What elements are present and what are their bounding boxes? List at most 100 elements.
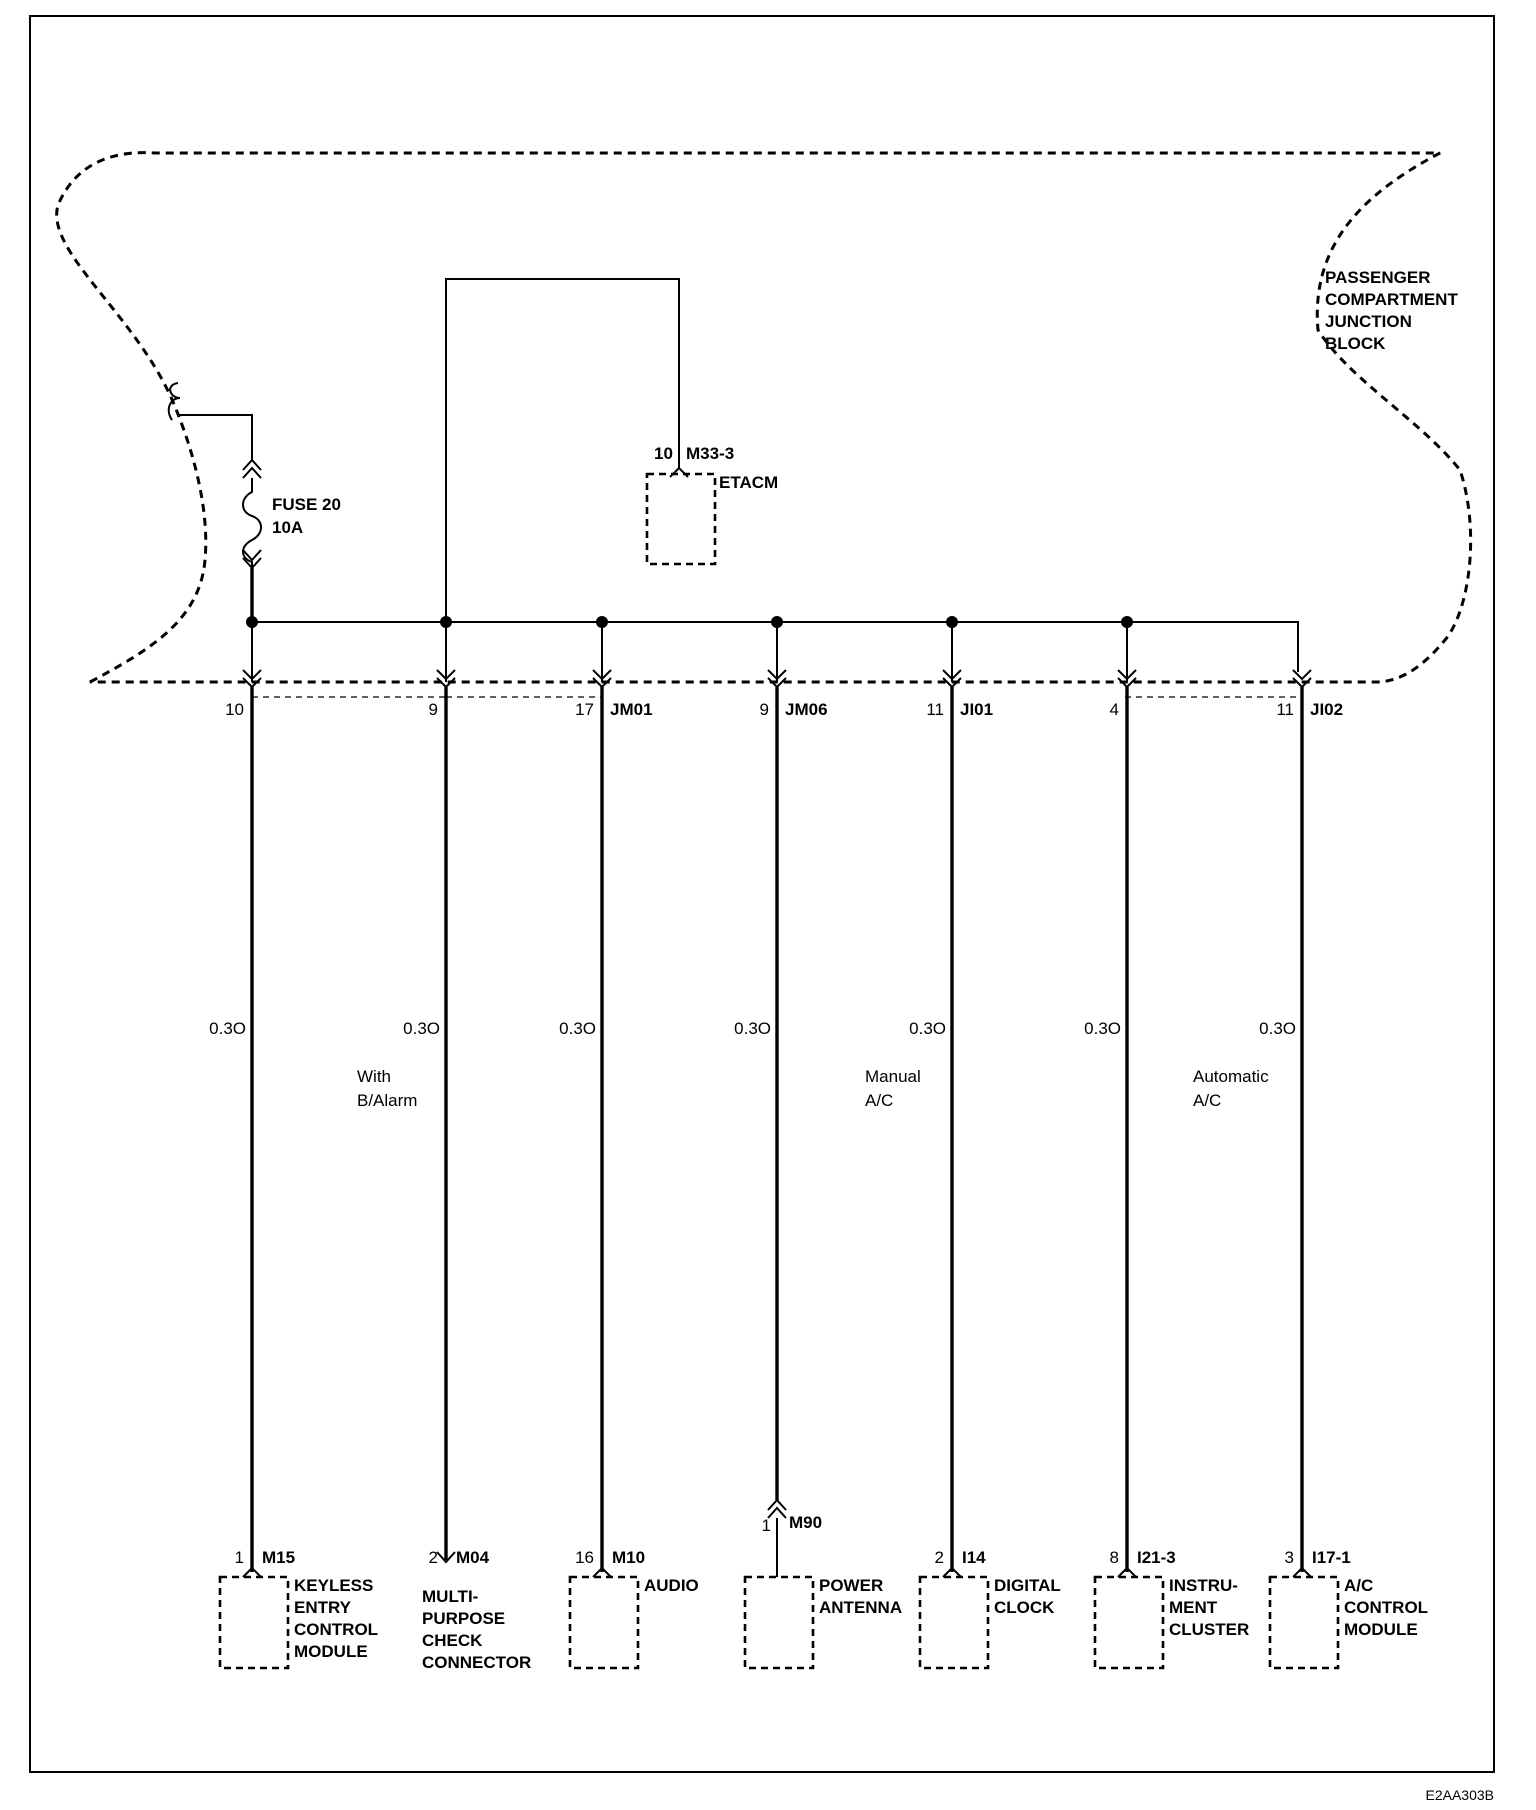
component-label: CHECK xyxy=(422,1631,483,1650)
component-label: AUDIO xyxy=(644,1576,699,1595)
inline-connector-id: M90 xyxy=(789,1513,822,1532)
top-connector-id: JM01 xyxy=(610,700,653,719)
svg-text:Manual: Manual xyxy=(865,1067,921,1086)
component-label: CONTROL xyxy=(1344,1598,1428,1617)
svg-text:Automatic: Automatic xyxy=(1193,1067,1269,1086)
pin-arrow xyxy=(242,1566,262,1578)
component-label: CONTROL xyxy=(294,1620,378,1639)
component-label: MENT xyxy=(1169,1598,1218,1617)
bottom-pin-number: 2 xyxy=(429,1548,438,1567)
wire-spec: 0.3O xyxy=(209,1019,246,1038)
svg-text:BLOCK: BLOCK xyxy=(1325,334,1386,353)
jb-connector-symbol xyxy=(1292,669,1312,689)
pin-arrow xyxy=(436,1551,456,1564)
svg-text:B/Alarm: B/Alarm xyxy=(357,1091,417,1110)
diagram-frame xyxy=(29,15,1495,1773)
wire-spec: 0.3O xyxy=(559,1019,596,1038)
component-label: MULTI- xyxy=(422,1587,478,1606)
svg-text:JUNCTION: JUNCTION xyxy=(1325,312,1412,331)
bottom-connector-id: M10 xyxy=(612,1548,645,1567)
svg-text:PASSENGER: PASSENGER xyxy=(1325,268,1431,287)
wire-spec: 0.3O xyxy=(1084,1019,1121,1038)
power-feed-wire xyxy=(167,382,253,460)
bottom-connector-id: I14 xyxy=(962,1548,986,1567)
top-pin-number: 4 xyxy=(1110,700,1119,719)
inline-connector-symbol xyxy=(767,1498,787,1519)
component-label: PURPOSE xyxy=(422,1609,505,1628)
component-label: CLUSTER xyxy=(1169,1620,1249,1639)
bottom-connector-id: I21-3 xyxy=(1137,1548,1176,1567)
top-connector-id: JI02 xyxy=(1310,700,1343,719)
component-box xyxy=(218,1575,290,1670)
component-label: POWER xyxy=(819,1576,883,1595)
component-box xyxy=(1093,1575,1165,1670)
junction-block-outline xyxy=(55,151,1473,684)
top-pin-number: 11 xyxy=(1276,700,1294,719)
branch-circuit: 11 JI02 0.3O 3 I17-1A/C CONTROL MODULE xyxy=(1259,669,1428,1670)
wire-spec: 0.3O xyxy=(909,1019,946,1038)
bottom-connector-id: M04 xyxy=(456,1548,490,1567)
component-box xyxy=(743,1575,815,1670)
svg-text:10: 10 xyxy=(654,444,673,463)
pin-arrow xyxy=(1292,1566,1312,1578)
wire-spec: 0.3O xyxy=(734,1019,771,1038)
bus-bar xyxy=(252,621,1299,672)
etacm-branch: 10 M33-3 ETACM xyxy=(445,278,778,622)
pin-arrow xyxy=(1117,1566,1137,1578)
svg-text:A/C: A/C xyxy=(865,1091,893,1110)
top-connector-id: JM06 xyxy=(785,700,828,719)
top-pin-number: 17 xyxy=(575,700,594,719)
top-pin-number: 11 xyxy=(926,700,944,719)
component-label: ANTENNA xyxy=(819,1598,902,1617)
component-label: A/C xyxy=(1344,1576,1373,1595)
bottom-pin-number: 8 xyxy=(1110,1548,1119,1567)
inline-pin-number: 1 xyxy=(762,1516,771,1535)
note-automatic-ac: Automatic A/C xyxy=(1193,1067,1269,1110)
svg-text:ETACM: ETACM xyxy=(719,473,778,492)
top-pin-number: 10 xyxy=(225,700,244,719)
bottom-pin-number: 2 xyxy=(935,1548,944,1567)
component-box xyxy=(918,1575,990,1670)
component-box xyxy=(1268,1575,1340,1670)
top-pin-number: 9 xyxy=(760,700,769,719)
svg-text:With: With xyxy=(357,1067,391,1086)
component-label: MODULE xyxy=(1344,1620,1418,1639)
component-box xyxy=(568,1575,640,1670)
note-manual-ac: Manual A/C xyxy=(865,1067,921,1110)
svg-text:A/C: A/C xyxy=(1193,1091,1221,1110)
top-connector-id: JI01 xyxy=(960,700,993,719)
fuse-20: FUSE 20 10A xyxy=(242,458,341,572)
figure-id: E2AA303B xyxy=(1426,1787,1495,1803)
component-label: MODULE xyxy=(294,1642,368,1661)
bottom-pin-number: 1 xyxy=(235,1548,244,1567)
wire-spec: 0.3O xyxy=(1259,1019,1296,1038)
component-label: INSTRU- xyxy=(1169,1576,1238,1595)
bottom-connector-id: I17-1 xyxy=(1312,1548,1351,1567)
bottom-pin-number: 16 xyxy=(575,1548,594,1567)
svg-text:COMPARTMENT: COMPARTMENT xyxy=(1325,290,1458,309)
bottom-pin-number: 3 xyxy=(1285,1548,1294,1567)
pin-arrow xyxy=(942,1566,962,1578)
junction-block-label: PASSENGER COMPARTMENT JUNCTION BLOCK xyxy=(1325,268,1458,353)
component-label: CLOCK xyxy=(994,1598,1055,1617)
wire-spec: 0.3O xyxy=(403,1019,440,1038)
svg-text:FUSE 20: FUSE 20 xyxy=(272,495,341,514)
svg-text:10A: 10A xyxy=(272,518,303,537)
component-label: CONNECTOR xyxy=(422,1653,531,1672)
component-label: KEYLESS xyxy=(294,1576,373,1595)
pin-arrow xyxy=(592,1566,612,1578)
bottom-connector-id: M15 xyxy=(262,1548,295,1567)
top-pin-number: 9 xyxy=(429,700,438,719)
component-label: ENTRY xyxy=(294,1598,352,1617)
note-b-alarm: With B/Alarm xyxy=(357,1067,417,1110)
component-label: DIGITAL xyxy=(994,1576,1061,1595)
svg-text:M33-3: M33-3 xyxy=(686,444,734,463)
